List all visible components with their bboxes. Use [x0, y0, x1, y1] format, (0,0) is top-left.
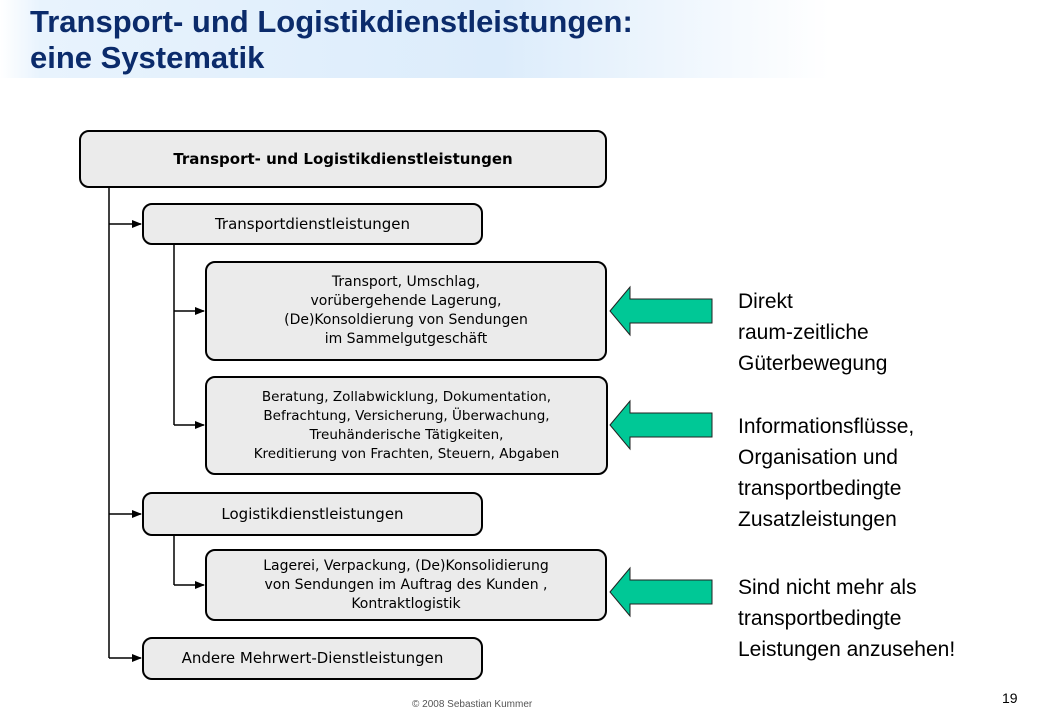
box-andere-label: Andere Mehrwert-Dienstleistungen — [181, 649, 444, 667]
box-transport-child2-line1: Beratung, Zollabwicklung, Dokumentation, — [261, 388, 552, 405]
box-logistik-child1: Lagerei, Verpackung, (De)Konsolidierung … — [205, 549, 607, 621]
box-transport-child1-line3: (De)Konsoldierung von Sendungen — [284, 312, 528, 328]
description-3-line3: Leistungen anzusehen! — [738, 638, 956, 661]
description-2-line4: Zusatzleistungen — [738, 508, 897, 531]
box-transport-child2: Beratung, Zollabwicklung, Dokumentation,… — [205, 376, 608, 475]
description-1: Direkt raum-zeitliche Güterbewegung — [738, 286, 887, 379]
green-arrow-2 — [609, 399, 713, 451]
description-3-line2: transportbedingte — [738, 607, 902, 630]
box-logistik-label: Logistikdienstleistungen — [221, 504, 404, 523]
box-logistik-child1-line3: Kontraktlogistik — [351, 595, 461, 612]
box-logistik-child1-line2: von Sendungen im Auftrag des Kunden , — [264, 576, 548, 593]
green-arrow-3 — [609, 566, 713, 618]
box-transport: Transportdienstleistungen — [142, 203, 483, 245]
description-2-line1: Informationsflüsse, — [738, 415, 915, 438]
description-3: Sind nicht mehr als transportbedingte Le… — [738, 572, 955, 665]
description-2-line3: transportbedingte — [738, 477, 902, 500]
box-logistik-child1-line1: Lagerei, Verpackung, (De)Konsolidierung — [263, 557, 549, 574]
box-transport-child1-line2: vorübergehende Lagerung, — [310, 293, 502, 309]
description-3-line1: Sind nicht mehr als — [738, 576, 917, 599]
box-logistik: Logistikdienstleistungen — [142, 492, 483, 536]
description-2-line2: Organisation und — [738, 446, 898, 469]
box-transport-label: Transportdienstleistungen — [214, 214, 411, 233]
box-transport-child1: Transport, Umschlag, vorübergehende Lage… — [205, 261, 607, 361]
title-line-1: Transport- und Logistikdienstleistungen: — [30, 4, 633, 39]
title-band — [0, 0, 830, 78]
box-transport-child2-line2: Befrachtung, Versicherung, Überwachung, — [263, 407, 550, 424]
box-transport-child2-line4: Kreditierung von Frachten, Steuern, Abga… — [253, 445, 560, 462]
description-1-line3: Güterbewegung — [738, 352, 888, 375]
description-1-line1: Direkt — [738, 290, 793, 313]
title-line-2: eine Systematik — [30, 40, 265, 75]
footer-copyright: © 2008 Sebastian Kummer — [412, 699, 533, 710]
description-1-line2: raum-zeitliche — [738, 321, 869, 344]
description-2: Informationsflüsse, Organisation und tra… — [738, 411, 914, 535]
box-transport-child1-line4: im Sammelgutgeschäft — [324, 331, 488, 347]
box-root: Transport- und Logistikdienstleistungen — [79, 130, 607, 188]
green-arrow-1 — [609, 285, 713, 337]
page-number: 19 — [1002, 690, 1018, 706]
slide-title: Transport- und Logistikdienstleistungen:… — [30, 4, 633, 76]
box-andere: Andere Mehrwert-Dienstleistungen — [142, 637, 483, 680]
box-transport-child1-line1: Transport, Umschlag, — [331, 274, 481, 290]
box-root-label: Transport- und Logistikdienstleistungen — [173, 149, 513, 168]
box-transport-child2-line3: Treuhänderische Tätigkeiten, — [309, 426, 504, 443]
